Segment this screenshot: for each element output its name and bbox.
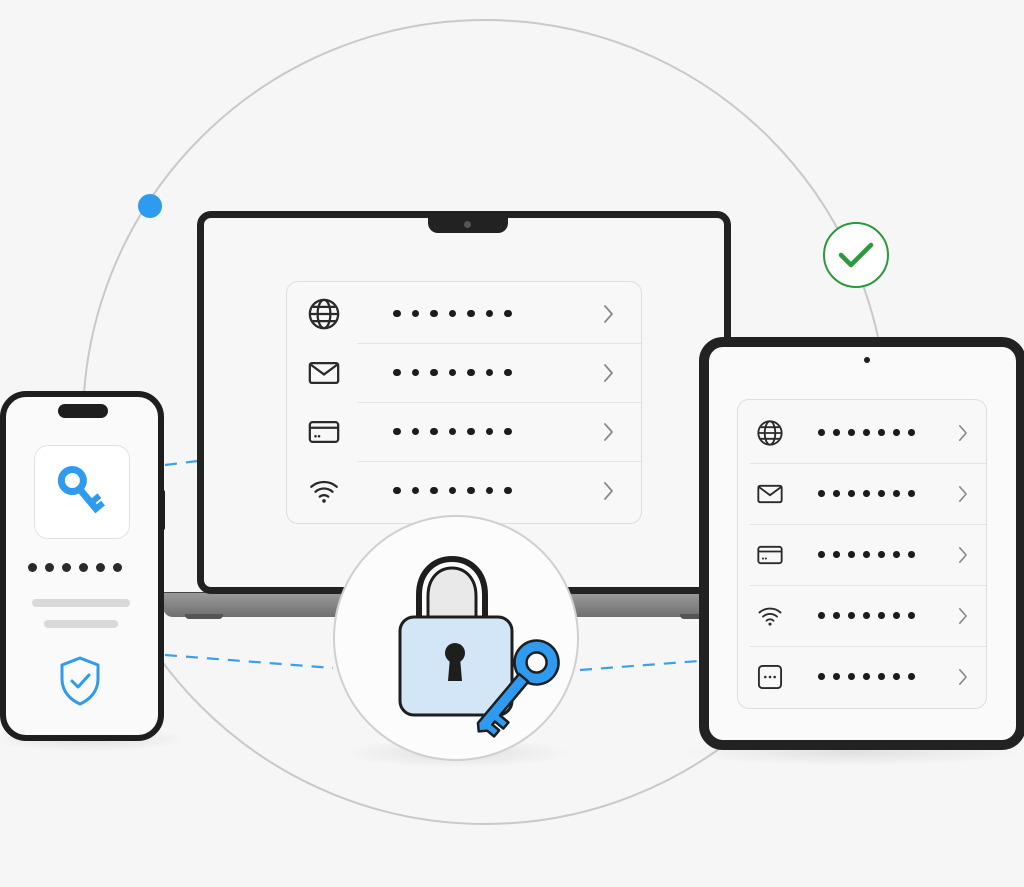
wifi-icon <box>756 602 784 630</box>
shield-check-icon <box>58 655 102 712</box>
key-icon <box>476 639 560 738</box>
row-divider <box>357 461 641 462</box>
chevron-right-icon <box>958 485 968 503</box>
more-icon <box>756 663 784 691</box>
list-item[interactable] <box>738 524 986 585</box>
key-app-tile[interactable] <box>34 445 130 539</box>
wifi-icon <box>307 474 341 508</box>
chevron-right-icon <box>603 363 614 383</box>
laptop-notch <box>428 217 508 233</box>
list-item[interactable] <box>738 463 986 524</box>
phone-dynamic-island <box>58 404 108 418</box>
card-icon <box>307 415 341 449</box>
pin-masked <box>28 563 130 572</box>
chevron-right-icon <box>603 422 614 442</box>
row-divider <box>750 646 986 647</box>
tablet <box>699 337 1024 750</box>
row-divider <box>750 585 986 586</box>
masked-password <box>393 368 523 377</box>
chevron-right-icon <box>603 481 614 501</box>
phone <box>0 391 164 741</box>
chevron-right-icon <box>958 607 968 625</box>
tablet-password-list <box>737 399 987 709</box>
laptop-password-list <box>286 281 642 524</box>
chevron-right-icon <box>958 546 968 564</box>
list-item[interactable] <box>738 402 986 463</box>
key-icon <box>57 466 105 514</box>
lock-badge <box>333 515 579 761</box>
placeholder-bar-short <box>44 620 118 628</box>
connector-lock-tablet <box>579 659 700 672</box>
globe-icon <box>307 297 341 331</box>
list-item[interactable] <box>287 402 641 461</box>
row-divider <box>750 463 986 464</box>
masked-password <box>393 427 523 436</box>
tablet-camera <box>864 357 870 363</box>
list-item[interactable] <box>287 461 641 520</box>
laptop-foot-left <box>185 614 223 619</box>
list-item[interactable] <box>738 585 986 646</box>
laptop-screen <box>197 211 731 594</box>
card-icon <box>756 541 784 569</box>
mail-icon <box>307 356 341 390</box>
masked-password <box>393 309 523 318</box>
masked-password <box>393 486 523 495</box>
check-circle-icon <box>823 222 889 288</box>
mail-icon <box>756 480 784 508</box>
masked-password <box>818 673 923 680</box>
sync-dot <box>138 194 162 218</box>
list-item[interactable] <box>738 646 986 707</box>
laptop-camera <box>464 221 471 228</box>
connector-phone-lock <box>164 653 334 670</box>
chevron-right-icon <box>958 424 968 442</box>
row-divider <box>357 343 641 344</box>
globe-icon <box>756 419 784 447</box>
chevron-right-icon <box>958 668 968 686</box>
chevron-right-icon <box>603 304 614 324</box>
masked-password <box>818 429 923 436</box>
row-divider <box>357 402 641 403</box>
list-item[interactable] <box>287 343 641 402</box>
placeholder-bar-long <box>32 599 130 607</box>
list-item[interactable] <box>287 284 641 343</box>
padlock-icon <box>398 555 514 717</box>
masked-password <box>818 490 923 497</box>
row-divider <box>750 524 986 525</box>
masked-password <box>818 612 923 619</box>
masked-password <box>818 551 923 558</box>
